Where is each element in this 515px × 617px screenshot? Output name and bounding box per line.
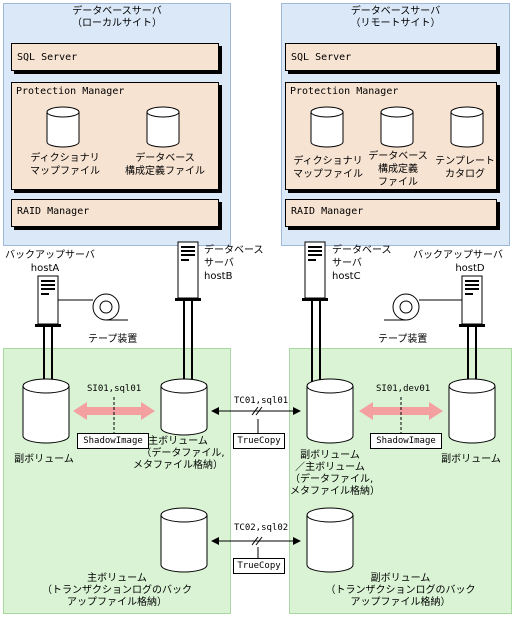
host-c-label-1: データベース xyxy=(332,245,392,256)
remote-site-subtitle: （リモートサイト） xyxy=(350,18,441,29)
local-sql-server-label: SQL Server xyxy=(17,52,78,63)
tc2-truecopy-box: TrueCopy xyxy=(233,558,285,574)
remote-dbconf-label-2: 構成定義 xyxy=(378,164,418,175)
right-mid-volume-label-1: 副ボリューム xyxy=(300,450,360,461)
host-storage-links xyxy=(43,301,477,383)
left-main-volume-label-3: メタファイル格納） xyxy=(133,460,223,471)
remote-template-label-1: テンプレート xyxy=(435,156,495,167)
remote-dictionary-label-1: ディクショナリ xyxy=(293,156,363,167)
local-protection-manager-label: Protection Manager xyxy=(16,86,125,97)
tc1-pair-label: TC01,sql01 xyxy=(234,396,289,406)
host-b-label-3: hostB xyxy=(204,271,233,282)
local-site-title: データベースサーバ xyxy=(72,6,162,17)
host-d-label-2: hostD xyxy=(455,263,485,274)
tc1-link xyxy=(211,406,301,433)
remote-sql-server-box xyxy=(285,43,497,71)
local-dictionary-label-1: ディクショナリ xyxy=(30,153,100,164)
host-c-label-2: サーバ xyxy=(332,258,362,269)
local-raid-manager-box xyxy=(11,199,219,227)
host-a-server-icon xyxy=(35,275,61,327)
remote-raid-manager-label: RAID Manager xyxy=(291,206,364,217)
left-log-volume-label-3: アップファイル格納） xyxy=(67,597,167,608)
host-c-server-icon xyxy=(302,241,328,301)
right-sub-volume-icon xyxy=(448,378,496,444)
local-dictionary-label-2: マップファイル xyxy=(30,166,100,177)
local-dbconf-file-icon xyxy=(146,106,180,148)
right-log-volume-label-3: アップファイル格納） xyxy=(350,597,451,608)
right-log-volume-label-1: 副ボリューム xyxy=(370,573,431,584)
remote-template-catalog-icon xyxy=(450,106,484,148)
local-dbconf-label-1: データベース xyxy=(135,153,195,164)
local-raid-manager-label: RAID Manager xyxy=(17,206,90,217)
host-d-label-1: バックアップサーバ xyxy=(413,250,503,261)
tc1-truecopy-box: TrueCopy xyxy=(233,433,285,449)
right-sub-volume-label: 副ボリューム xyxy=(441,454,501,465)
host-c-label-3: hostC xyxy=(332,271,361,282)
host-b-label-1: データベース xyxy=(204,245,264,256)
left-log-volume-label-1: 主ボリューム xyxy=(87,573,147,584)
right-shadowimage-box: ShadowImage xyxy=(370,433,442,449)
tc2-link xyxy=(211,536,301,558)
right-mid-volume-label-3: （データファイル, xyxy=(290,474,374,485)
remote-dbconf-label-1: データベース xyxy=(368,151,428,162)
remote-sql-server-label: SQL Server xyxy=(291,52,352,63)
right-mid-volume-icon xyxy=(306,378,354,444)
remote-dbconf-file-icon xyxy=(380,106,414,148)
tape-left-icon xyxy=(58,293,128,321)
remote-dictionary-file-icon xyxy=(310,106,344,148)
left-pair-label: SI01,sql01 xyxy=(87,384,142,394)
host-a-label-1: バックアップサーバ xyxy=(5,250,95,261)
host-b-server-icon xyxy=(175,241,201,301)
left-shadowimage-box: ShadowImage xyxy=(77,433,149,449)
right-log-volume-icon xyxy=(306,507,354,573)
left-main-volume-icon xyxy=(160,378,208,436)
right-pair-label: SI01,dev01 xyxy=(376,384,431,394)
right-log-volume-label-2: （トランザクションログのバック xyxy=(325,585,476,596)
local-site-subtitle: （ローカルサイト） xyxy=(72,18,162,29)
tc2-pair-label: TC02,sql02 xyxy=(234,523,289,533)
right-shadowimage-arrow xyxy=(359,397,443,433)
remote-protection-manager-label: Protection Manager xyxy=(290,86,399,97)
left-main-volume-label-2: （データファイル, xyxy=(141,448,225,459)
host-d-server-icon xyxy=(459,275,485,327)
left-log-volume-label-2: （トランザクションログのバック xyxy=(42,585,192,596)
remote-site-title: データベースサーバ xyxy=(350,6,441,17)
tape-left-label: テープ装置 xyxy=(88,334,138,345)
remote-template-label-2: カタログ xyxy=(445,169,485,180)
host-b-label-2: サーバ xyxy=(204,258,234,269)
host-a-label-2: hostA xyxy=(30,263,60,274)
left-log-volume-icon xyxy=(160,507,208,573)
remote-dictionary-label-2: マップファイル xyxy=(293,169,363,180)
left-sub-volume-label: 副ボリューム xyxy=(14,454,74,465)
tape-right-label: テープ装置 xyxy=(378,334,428,345)
local-sql-server-box xyxy=(11,43,219,71)
left-sub-volume-icon xyxy=(22,378,70,444)
local-dictionary-file-icon xyxy=(46,106,80,148)
left-shadowimage-arrow xyxy=(73,397,155,433)
local-dbconf-label-2: 構成定義ファイル xyxy=(125,166,205,177)
tape-right-icon xyxy=(384,293,462,321)
right-mid-volume-label-4: メタファイル格納） xyxy=(290,486,380,497)
right-mid-volume-label-2: ／主ボリューム xyxy=(295,462,365,473)
remote-raid-manager-box xyxy=(285,199,497,227)
left-main-volume-label-1: 主ボリューム xyxy=(148,436,208,447)
local-protection-manager-box xyxy=(11,82,219,190)
remote-dbconf-label-3: ファイル xyxy=(378,177,418,188)
